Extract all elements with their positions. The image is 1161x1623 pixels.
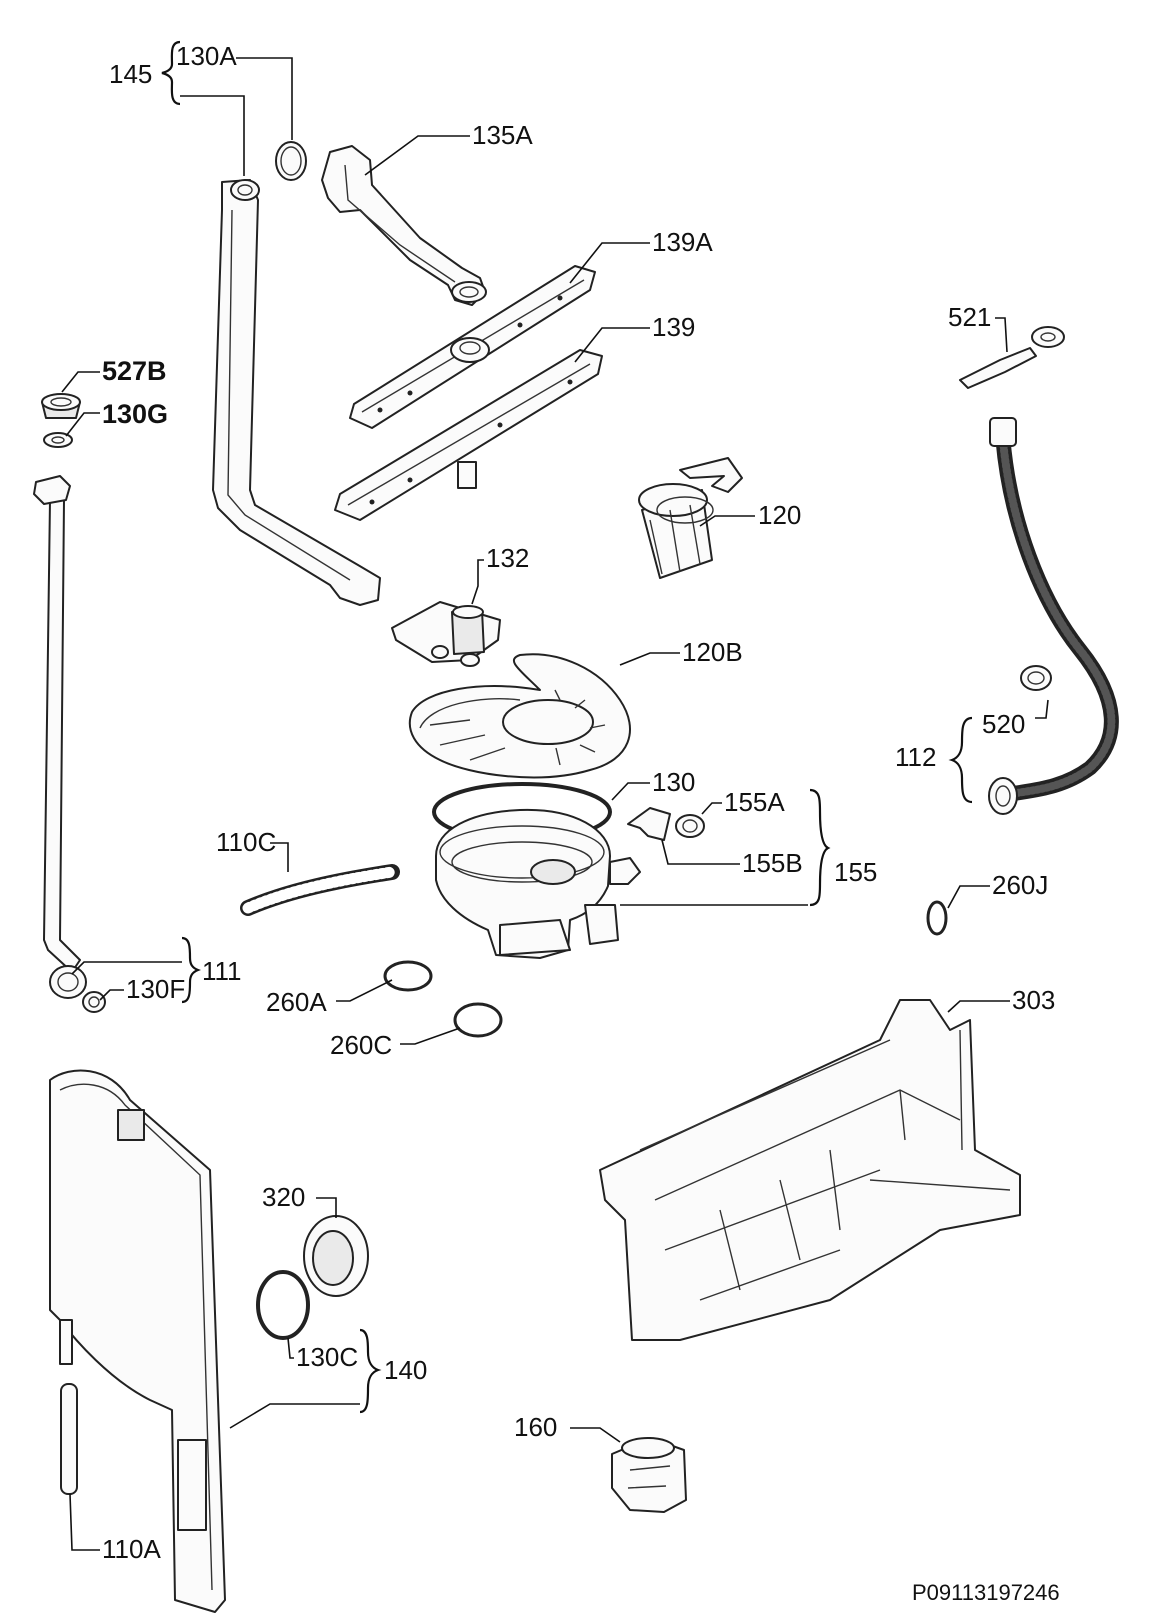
label-320: 320 <box>262 1182 305 1212</box>
label-111: 111 <box>202 956 242 986</box>
ring-130c <box>256 1270 310 1340</box>
label-527b: 527B <box>102 356 167 386</box>
cap-527b <box>41 393 81 419</box>
label-132: 132 <box>486 543 529 573</box>
label-155: 155 <box>834 857 877 887</box>
label-120b: 120B <box>682 637 743 667</box>
clamp-520 <box>1020 665 1052 691</box>
clamp-260c <box>453 1002 503 1038</box>
washer-130f <box>82 991 106 1013</box>
label-130f: 130F <box>126 974 185 1004</box>
label-139: 139 <box>652 312 695 342</box>
part-155b <box>627 807 671 841</box>
washer-130g <box>43 432 73 448</box>
part-155a <box>675 814 705 838</box>
label-139a: 139A <box>652 227 713 257</box>
label-520: 520 <box>982 709 1025 739</box>
leader-lines <box>61 40 1049 1551</box>
supply-pipe-145 <box>212 179 381 606</box>
label-155b: 155B <box>742 848 803 878</box>
filter-plate-120b <box>408 653 631 779</box>
clamp-260j <box>926 900 948 936</box>
label-110c: 110C <box>216 827 276 857</box>
base-tray-303 <box>599 999 1021 1341</box>
filter-120 <box>638 457 743 579</box>
drain-hose-112 <box>988 417 1119 815</box>
sump-housing-155 <box>435 808 641 959</box>
part-labels: 145 130A 135A 139A 139 521 527B 130G 120… <box>102 41 1055 1564</box>
label-130g: 130G <box>102 399 168 429</box>
drawing-code: P09113197246 <box>912 1580 1060 1605</box>
label-140: 140 <box>384 1355 427 1385</box>
label-303: 303 <box>1012 985 1055 1015</box>
label-112: 112 <box>895 742 936 772</box>
panel-140 <box>49 1069 226 1613</box>
label-130c: 130C <box>296 1342 358 1372</box>
label-521: 521 <box>948 302 991 332</box>
pump-160 <box>611 1437 687 1513</box>
upper-supply-135a <box>321 145 487 306</box>
o-ring-130a <box>275 141 307 181</box>
tube-110a <box>60 1383 78 1495</box>
label-135a: 135A <box>472 120 533 150</box>
label-260c: 260C <box>330 1030 392 1060</box>
bracket-132 <box>391 601 501 667</box>
label-155a: 155A <box>724 787 785 817</box>
spray-arm-139 <box>334 349 603 521</box>
label-130a: 130A <box>176 41 237 71</box>
label-120: 120 <box>758 500 801 530</box>
label-260j: 260J <box>992 870 1048 900</box>
label-110a: 110A <box>102 1534 161 1564</box>
inlet-tube-111 <box>33 475 87 999</box>
label-130: 130 <box>652 767 695 797</box>
label-260a: 260A <box>266 987 327 1017</box>
seal-320 <box>303 1215 369 1297</box>
hose-110c <box>240 864 400 916</box>
spray-arm-139a <box>349 265 596 429</box>
label-145: 145 <box>109 59 152 89</box>
label-160: 160 <box>514 1412 557 1442</box>
tab-521 <box>959 326 1065 389</box>
clamp-260a <box>383 960 433 992</box>
